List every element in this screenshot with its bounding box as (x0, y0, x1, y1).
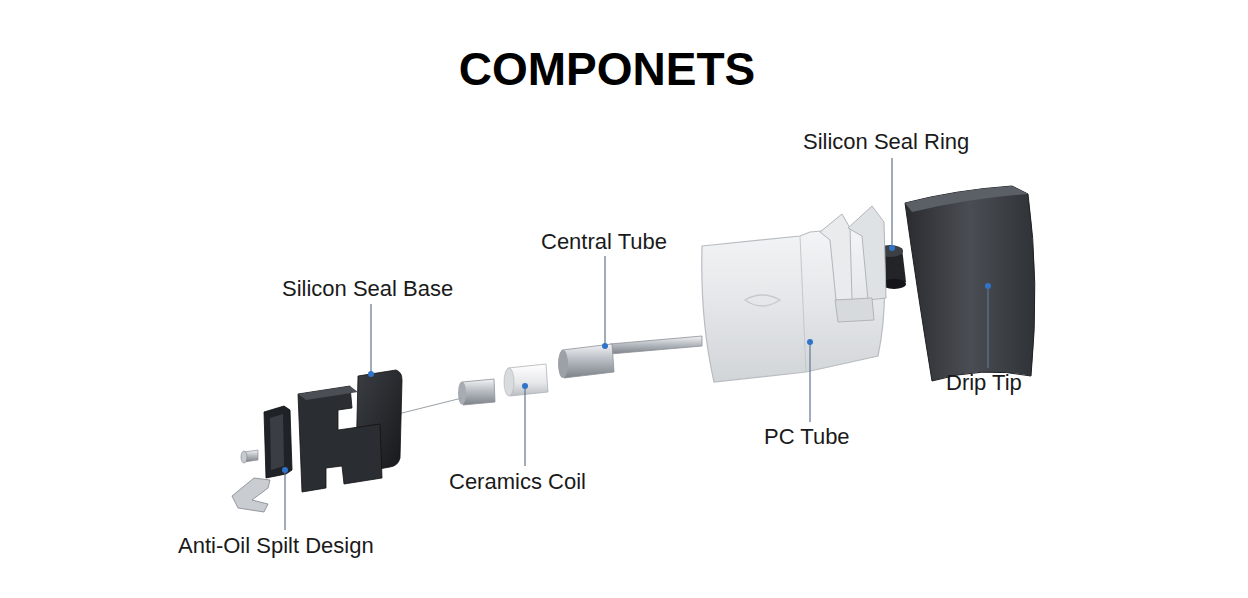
leader-dot (807, 339, 813, 345)
leader-lines (285, 158, 988, 530)
part-label: Central Tube (541, 229, 667, 255)
leader-dot (602, 343, 608, 349)
leader-line (284, 470, 285, 530)
base-block-shape (298, 386, 382, 492)
leader-dot (282, 467, 288, 473)
metal-cylinder-end (458, 382, 466, 405)
part-label: PC Tube (764, 424, 850, 450)
part-label: Silicon Seal Ring (803, 129, 969, 155)
base-block-body (298, 386, 382, 492)
pc-tube-slot (835, 298, 874, 322)
ceramic-coil-end (504, 368, 514, 396)
anti-oil-plate-face (270, 414, 284, 470)
leader-line (604, 256, 605, 346)
drip-tip-rim (905, 186, 1028, 212)
pc-tube-shape (702, 206, 886, 382)
diagram-title: COMPONETS (459, 42, 755, 96)
metal-cylinder-shape (458, 379, 495, 405)
central-tube-end (558, 350, 568, 378)
part-label: Silicon Seal Base (282, 276, 453, 302)
leader-line (987, 286, 988, 368)
coil-wire (398, 398, 462, 414)
leader-line (891, 158, 892, 248)
pc-tube-body (702, 226, 885, 382)
part-label: Drip Tip (946, 370, 1022, 396)
central-tube-shape (558, 336, 702, 378)
leader-dot (522, 383, 528, 389)
pc-tube-edge (800, 236, 806, 372)
leader-line (370, 304, 371, 374)
pc-tube-fork (848, 206, 886, 300)
part-label: Anti-Oil Spilt Design (178, 533, 374, 559)
leader-dot (889, 245, 895, 251)
leader-dots (282, 245, 991, 473)
drip-tip-shape (905, 186, 1035, 381)
ceramic-coil-shape (504, 364, 548, 396)
pc-tube-fork (820, 214, 852, 300)
leader-dot (368, 371, 374, 377)
anti-oil-plate (264, 406, 292, 478)
part-label: Ceramics Coil (449, 469, 586, 495)
metal-cylinder-body (462, 379, 495, 405)
pc-tube-logo (745, 295, 780, 306)
base-block-top (298, 386, 358, 400)
leader-line (524, 386, 525, 466)
screw-head (241, 451, 247, 463)
contact-clip (232, 478, 270, 512)
leader-line (809, 342, 810, 422)
central-tube-sleeve (562, 344, 614, 378)
central-tube-stem (610, 336, 702, 354)
leader-dot (985, 283, 991, 289)
screw-shape (241, 450, 258, 463)
